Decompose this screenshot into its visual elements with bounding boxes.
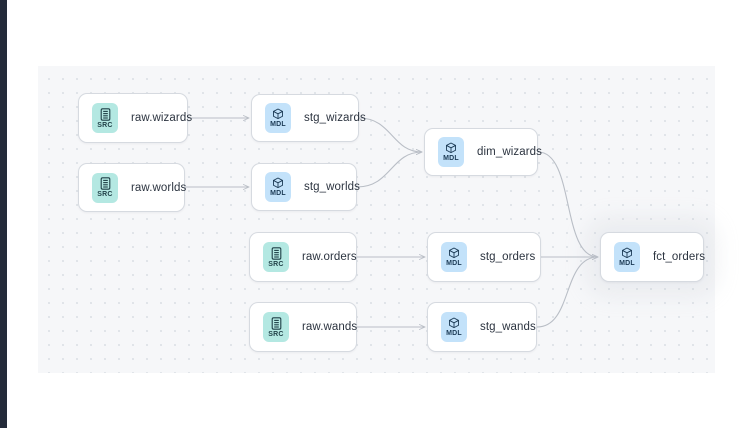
mdl-badge: MDL [441, 312, 467, 342]
node-label: dim_wizards [477, 146, 543, 158]
node-label: stg_worlds [304, 181, 360, 193]
badge-type-label: MDL [446, 330, 462, 337]
node-label: raw.orders [302, 251, 357, 263]
graph-node-stg-wizards[interactable]: MDL stg_wizards [251, 94, 366, 142]
node-label: raw.wizards [131, 112, 193, 124]
src-badge: SRC [92, 172, 118, 203]
sidebar-rail [0, 0, 7, 428]
cube-icon [448, 247, 460, 259]
graph-node-raw-worlds[interactable]: SRC raw.worlds [78, 163, 187, 212]
src-badge: SRC [263, 312, 289, 342]
cube-icon [272, 108, 284, 120]
mdl-badge: MDL [441, 242, 467, 272]
node-label: raw.worlds [131, 181, 187, 194]
graph-node-raw-orders[interactable]: SRC raw.orders [249, 232, 357, 282]
badge-type-label: SRC [268, 260, 284, 268]
graph-node-stg-worlds[interactable]: MDL stg_worlds [251, 163, 360, 211]
src-badge: SRC [92, 103, 118, 133]
database-icon [100, 107, 111, 121]
database-icon [271, 246, 282, 260]
mdl-badge: MDL [265, 103, 291, 133]
badge-type-label: MDL [446, 260, 462, 267]
cube-icon [448, 317, 460, 329]
badge-type-label: SRC [97, 191, 113, 198]
database-icon [271, 316, 282, 330]
node-label: fct_orders [653, 251, 706, 263]
graph-node-dim-wizards[interactable]: MDL dim_wizards [424, 128, 542, 176]
node-label: stg_wands [480, 321, 536, 333]
badge-type-label: MDL [270, 121, 286, 128]
cube-icon [621, 247, 633, 259]
graph-node-stg-orders[interactable]: MDL stg_orders [427, 232, 541, 282]
mdl-badge: MDL [614, 242, 640, 272]
mdl-badge: MDL [265, 172, 291, 202]
badge-type-label: SRC [97, 121, 113, 129]
graph-node-raw-wands[interactable]: SRC raw.wands [249, 302, 357, 352]
cube-icon [445, 142, 457, 154]
badge-type-label: MDL [443, 155, 459, 162]
src-badge: SRC [263, 242, 289, 272]
badge-type-label: MDL [270, 190, 286, 197]
graph-node-raw-wizards[interactable]: SRC raw.wizards [78, 93, 192, 143]
graph-node-fct-orders[interactable]: MDL fct_orders [600, 232, 706, 282]
mdl-badge: MDL [438, 137, 464, 167]
node-label: raw.wands [302, 321, 358, 333]
node-label: stg_wizards [304, 112, 366, 124]
cube-icon [272, 177, 284, 189]
badge-type-label: SRC [268, 330, 284, 338]
node-label: stg_orders [480, 251, 536, 263]
badge-type-label: MDL [619, 260, 635, 267]
database-icon [100, 177, 111, 190]
graph-node-stg-wands[interactable]: MDL stg_wands [427, 302, 537, 352]
